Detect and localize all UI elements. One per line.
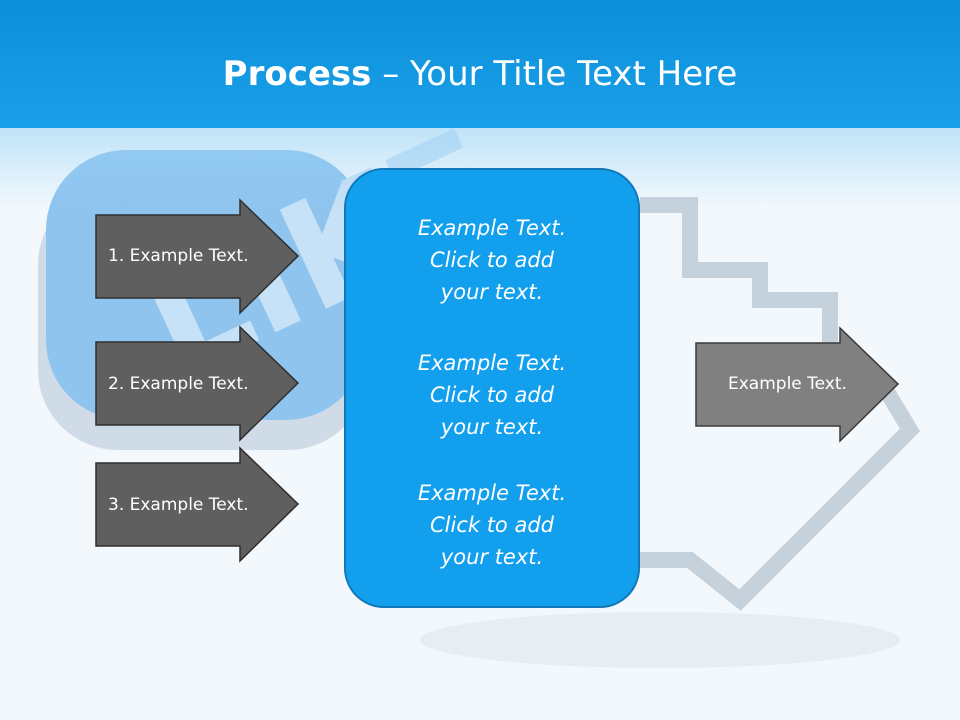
center-text-line: your text. xyxy=(440,415,544,439)
center-process-box[interactable] xyxy=(344,168,640,608)
center-text-line: Click to add xyxy=(429,383,554,407)
output-arrow[interactable] xyxy=(695,326,900,443)
center-text-line: Click to add xyxy=(429,248,554,272)
title-bar xyxy=(0,0,960,128)
title-rest: Your Title Text Here xyxy=(410,54,738,94)
center-text-block-3[interactable]: Example Text. Click to add your text. xyxy=(344,477,640,573)
center-text-line: Example Text. xyxy=(417,351,567,375)
output-arrow-label: Example Text. xyxy=(728,374,847,394)
center-text-block-1[interactable]: Example Text. Click to add your text. xyxy=(344,212,640,308)
input-arrow-1-label: 1. Example Text. xyxy=(108,246,249,266)
input-arrow-2[interactable] xyxy=(95,325,300,442)
center-text-line: your text. xyxy=(440,280,544,304)
title-separator: – xyxy=(371,54,411,94)
floor-shadow xyxy=(420,612,900,668)
title-bold: Process xyxy=(222,54,372,94)
center-text-line: Example Text. xyxy=(417,481,567,505)
center-text-line: Example Text. xyxy=(417,216,567,240)
input-arrow-3-label: 3. Example Text. xyxy=(108,495,249,515)
center-text-block-2[interactable]: Example Text. Click to add your text. xyxy=(344,347,640,443)
input-arrow-3[interactable] xyxy=(95,446,300,563)
page-title: Process – Your Title Text Here xyxy=(0,52,960,96)
center-text-line: Click to add xyxy=(429,513,554,537)
input-arrow-2-label: 2. Example Text. xyxy=(108,374,249,394)
input-arrow-1[interactable] xyxy=(95,198,300,315)
center-text-line: your text. xyxy=(440,545,544,569)
